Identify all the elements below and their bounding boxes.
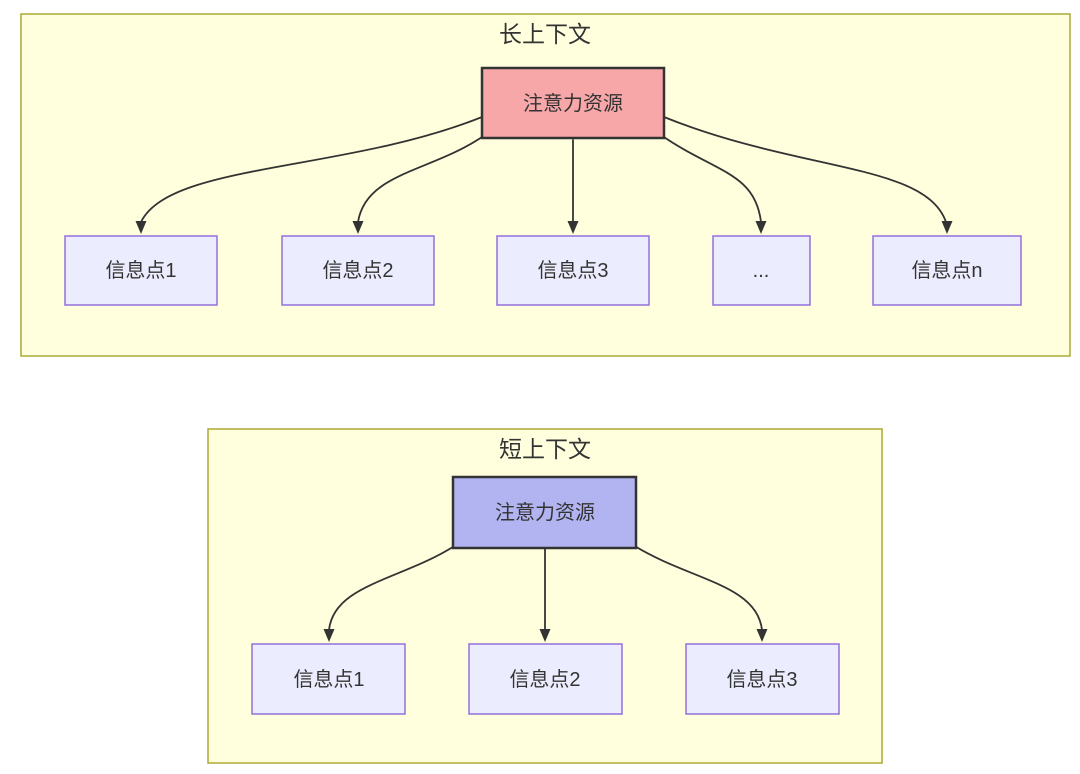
info-node-long-3 — [496, 235, 650, 306]
edge-long-to-info-2 — [357, 134, 486, 223]
long-context-title: 长上下文 — [499, 21, 591, 47]
info-node-long-1 — [64, 235, 218, 306]
info-node-short-1-label: 信息点1 — [293, 668, 364, 691]
arrowhead-short-1 — [323, 629, 335, 642]
long-context-info-nodes: 信息点1 信息点2 信息点3 ... 信息点n — [64, 235, 1022, 306]
info-node-long-n — [872, 235, 1022, 306]
edge-short-to-info-1 — [328, 544, 457, 631]
edge-long-to-info-1 — [140, 116, 483, 223]
short-context-diagram: 短上下文 注意力资源 信息点1 信息点2 信息点3 — [207, 428, 883, 764]
attention-resource-node-long — [480, 66, 666, 140]
info-node-long-dots-label: ... — [753, 260, 770, 282]
attention-resource-label-long: 注意力资源 — [523, 92, 623, 115]
arrowhead-long-2 — [352, 221, 364, 234]
edge-long-to-info-n — [663, 116, 947, 223]
info-node-short-3 — [685, 643, 840, 715]
arrowhead-short-2 — [539, 629, 551, 642]
long-context-diagram: 长上下文 注意力资源 信息点1 信息点2 信息点3 ... — [20, 13, 1071, 357]
info-node-short-3-label: 信息点3 — [726, 668, 797, 691]
arrowhead-long-3 — [567, 221, 579, 234]
arrowhead-long-1 — [135, 221, 147, 234]
attention-resource-node-short — [451, 475, 638, 550]
info-node-long-2-label: 信息点2 — [322, 259, 393, 282]
info-node-long-1-label: 信息点1 — [105, 259, 176, 282]
short-context-title: 短上下文 — [499, 436, 591, 462]
info-node-long-3-label: 信息点3 — [537, 259, 608, 282]
info-node-long-dots — [712, 235, 811, 306]
arrowhead-long-dots — [755, 221, 767, 234]
info-node-short-2-label: 信息点2 — [509, 668, 580, 691]
short-context-edges — [323, 544, 768, 642]
short-context-info-nodes: 信息点1 信息点2 信息点3 — [251, 643, 840, 715]
attention-resource-label-short: 注意力资源 — [495, 501, 595, 524]
edge-short-to-info-3 — [632, 544, 763, 631]
arrowhead-long-n — [941, 221, 953, 234]
info-node-long-2 — [281, 235, 435, 306]
edge-long-to-info-dots — [660, 134, 762, 223]
info-node-short-1 — [251, 643, 406, 715]
long-context-edges — [135, 116, 953, 234]
info-node-short-2 — [468, 643, 623, 715]
info-node-long-n-label: 信息点n — [911, 259, 982, 282]
arrowhead-short-3 — [756, 629, 768, 642]
